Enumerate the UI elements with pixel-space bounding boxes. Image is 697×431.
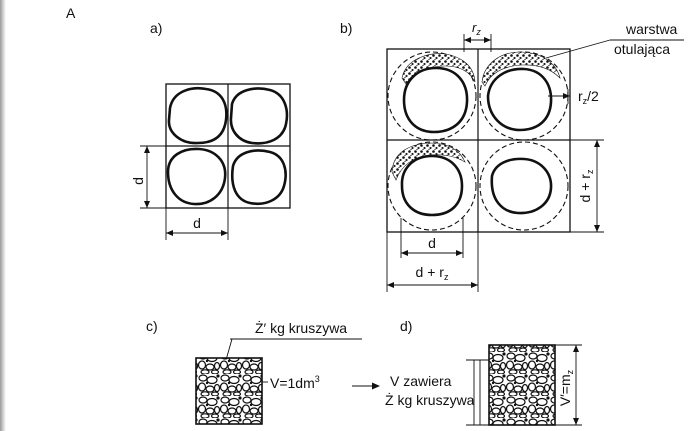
panel-c-caption: Ż′ kg kruszywa (255, 319, 347, 336)
panel-b-dim-top: rz (472, 20, 481, 37)
grain-b1 (402, 66, 469, 134)
panel-a-dim-horizontal: d (193, 215, 201, 231)
panel-a-label: a) (150, 20, 162, 36)
aggregate-cube-d (488, 344, 556, 426)
grain-b4 (490, 157, 553, 215)
panel-c: c) Ż′ kg kruszywa V=1dm3 (146, 318, 380, 425)
panel-b-label: b) (340, 20, 352, 36)
grain-a3 (166, 147, 227, 206)
scan-edge-shadow (0, 0, 6, 431)
grain-b2 (486, 67, 553, 132)
panel-d-volume: V′=mz (557, 369, 575, 406)
panel-b-dim-right: d + rz (577, 169, 595, 202)
panel-c-caption-leader (225, 338, 233, 361)
panel-d-contains-line1: V zawiera (390, 373, 452, 389)
callout-leader (545, 39, 611, 59)
coat-circle-b4 (479, 141, 569, 231)
coat-layer-b2 (481, 51, 561, 87)
panel-b-dim-bottom-outer: d + rz (416, 264, 449, 282)
callout-otulajaca: otulająca (614, 41, 670, 57)
panel-c-label: c) (146, 318, 158, 334)
grain-a1 (167, 86, 228, 145)
panel-a-dim-vertical: d (130, 177, 146, 185)
panel-c-volume: V=1dm3 (270, 374, 320, 391)
panel-d: d) V zawiera Ż kg kruszywa V′=mz (385, 318, 582, 426)
aggregate-cube-c (195, 357, 263, 425)
coat-circle-b3 (387, 141, 477, 231)
panel-d-contains-line2: Ż kg kruszywa (385, 391, 475, 408)
grain-b3 (400, 154, 464, 217)
grain-a4 (230, 149, 287, 206)
coat-circle-b1 (387, 51, 477, 141)
panel-a: a) d d (130, 20, 291, 240)
callout-warstwa: warstwa (625, 21, 678, 37)
panel-b-dim-bottom-inner: d (428, 235, 436, 251)
panel-b-half-radius: rz/2 (578, 88, 599, 106)
grain-a2 (229, 87, 289, 145)
page-label: A (66, 5, 76, 21)
panel-b: b) rz (340, 20, 684, 292)
panel-d-label: d) (400, 318, 412, 334)
